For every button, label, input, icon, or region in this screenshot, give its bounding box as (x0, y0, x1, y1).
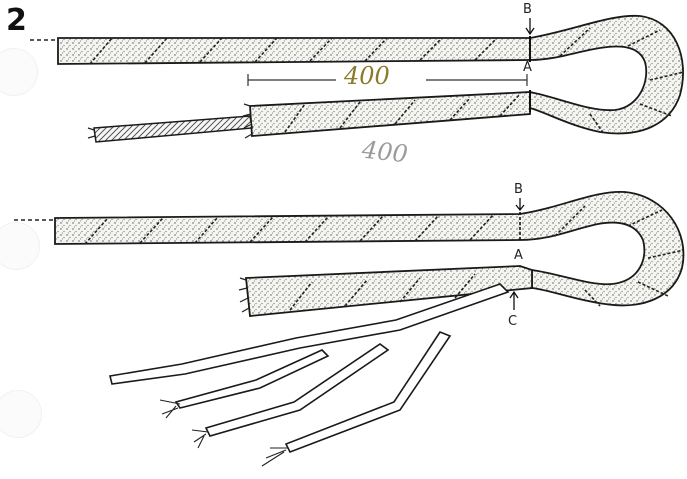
bottom-rope-assembly (14, 192, 684, 466)
point-label-bottom-a: A (514, 248, 523, 263)
point-label-top-b: B (523, 2, 532, 17)
measurement-label: 400 (344, 62, 390, 90)
pencil-measurement-label: 400 (361, 136, 409, 169)
point-label-bottom-b: B (514, 182, 523, 197)
point-label-bottom-c: C (508, 314, 517, 329)
point-label-top-a: A (523, 60, 532, 75)
top-core-tail (94, 116, 252, 142)
top-returning-part (250, 92, 530, 136)
step-number: 2 (6, 6, 27, 36)
